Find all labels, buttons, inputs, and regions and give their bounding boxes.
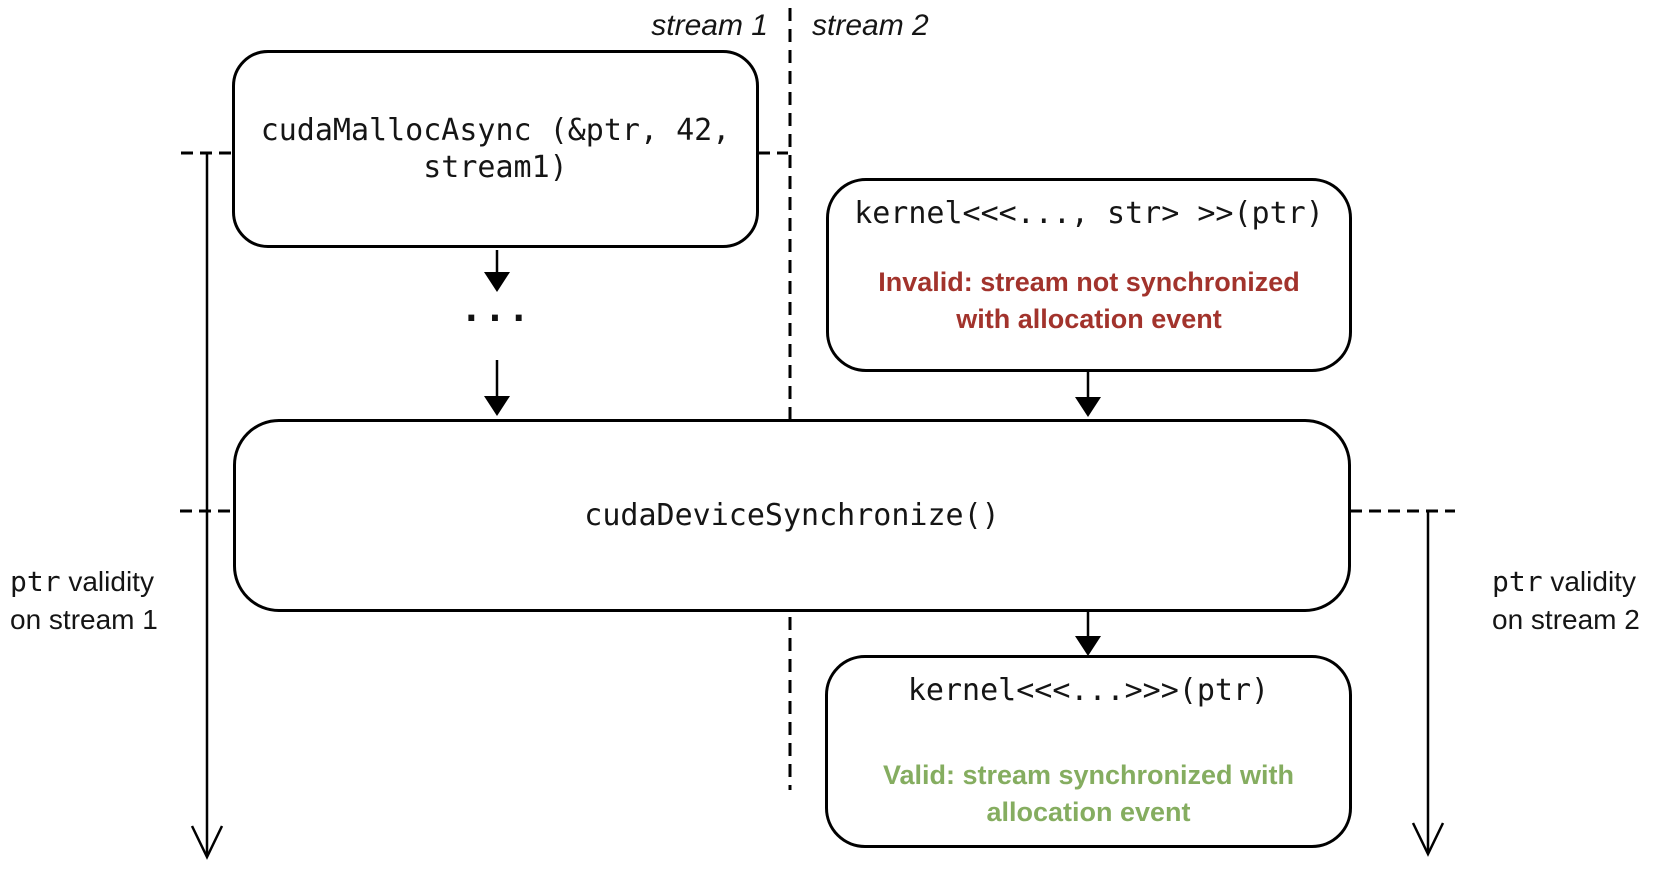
invalid-note-line-1: Invalid: stream not synchronized [878, 267, 1300, 297]
ptr-validity-stream1-label: ptr validity on stream 1 [10, 563, 158, 639]
malloc-async-box: cudaMallocAsync (&ptr, 42, stream1) [232, 50, 759, 248]
invalid-note: Invalid: stream not synchronized with al… [878, 264, 1300, 338]
device-synchronize-box: cudaDeviceSynchronize() [233, 419, 1351, 612]
malloc-code-line-1: cudaMallocAsync (&ptr, 42, [260, 113, 731, 148]
malloc-code-line-2: stream1) [423, 150, 568, 185]
valid-note-line-1: Valid: stream synchronized with [882, 760, 1295, 790]
ellipsis-connector: ... [460, 289, 532, 330]
invalid-note-line-2: with allocation event [956, 304, 1222, 334]
kernel-valid-code: kernel<<<...>>>(ptr) [907, 673, 1270, 708]
valid-note-line-2: allocation event [986, 797, 1191, 827]
stream-2-label: stream 2 [812, 9, 929, 42]
stream-1-label: stream 1 [651, 9, 768, 42]
ptr-code-token: ptr [1492, 565, 1543, 598]
validity-arrow-stream1 [190, 153, 224, 860]
ptr-validity-stream1-line-1: ptr validity [10, 563, 158, 601]
arrow-invalid-kernel-to-sync [1075, 372, 1101, 417]
validity-text: validity [60, 566, 154, 597]
ptr-validity-stream2-line-1: ptr validity [1492, 563, 1640, 601]
ptr-code-token: ptr [10, 565, 61, 598]
device-synchronize-code: cudaDeviceSynchronize() [584, 498, 1000, 533]
arrow-ellipsis-to-sync [484, 360, 510, 416]
ptr-validity-stream2-label: ptr validity on stream 2 [1492, 563, 1640, 639]
kernel-valid-box: kernel<<<...>>>(ptr) Valid: stream synch… [825, 655, 1352, 848]
valid-note: Valid: stream synchronized with allocati… [883, 757, 1294, 831]
ptr-validity-stream2-line-2: on stream 2 [1492, 604, 1640, 635]
ptr-validity-stream1-line-2: on stream 1 [10, 604, 158, 635]
arrow-sync-to-valid-kernel [1075, 612, 1101, 656]
kernel-invalid-code: kernel<<<..., str> >>(ptr) [854, 196, 1324, 231]
validity-arrow-stream2 [1411, 511, 1445, 857]
validity-text: validity [1542, 566, 1636, 597]
kernel-invalid-box: kernel<<<..., str> >>(ptr) Invalid: stre… [826, 178, 1352, 372]
arrow-malloc-to-ellipsis [484, 250, 510, 292]
